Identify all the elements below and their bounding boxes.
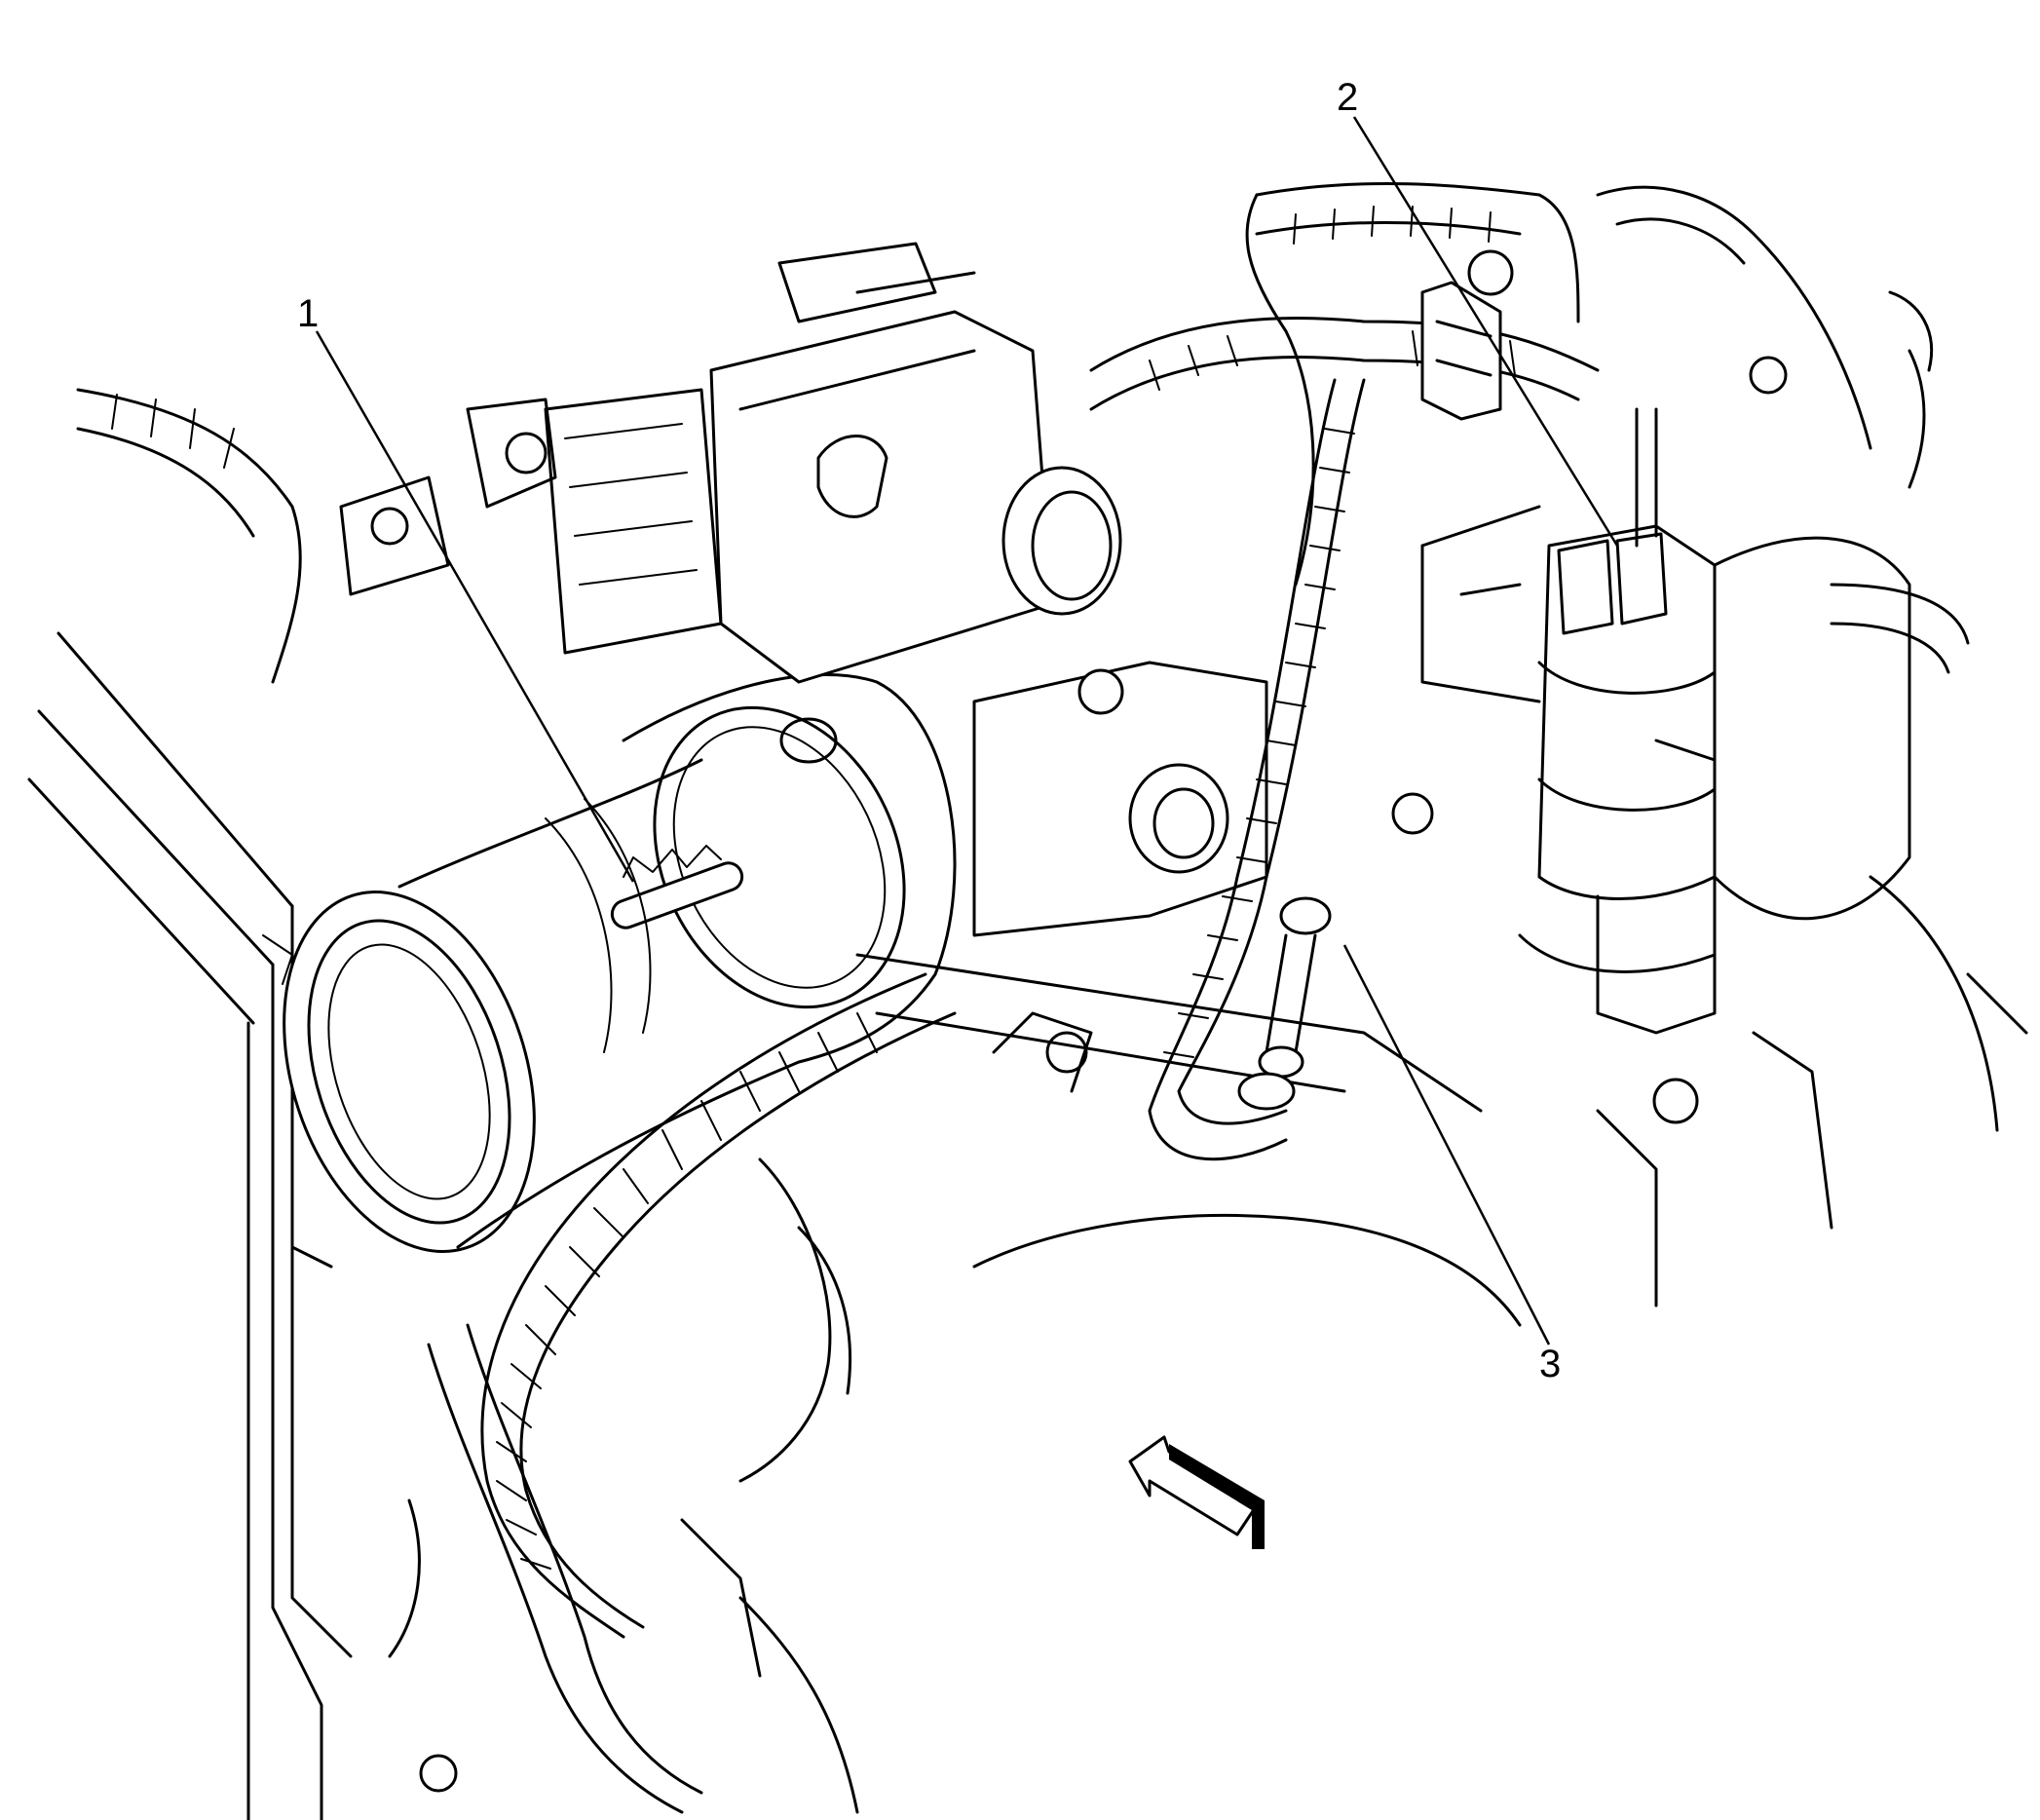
callout-1-leader — [315, 330, 635, 883]
air-intake-duct — [283, 673, 957, 1253]
right-wiring-harness — [1596, 185, 1970, 674]
callout-3-leader — [1342, 944, 1551, 1346]
upper-wiring-harness — [1089, 181, 1600, 1161]
callout-leaders — [315, 116, 1619, 1346]
left-wiring-harness — [76, 388, 957, 1814]
lower-engine-details — [388, 875, 2028, 1814]
view-direction-arrow-icon — [1128, 1435, 1265, 1549]
callout-2-leader — [1352, 116, 1619, 547]
left-fender-panel — [27, 631, 353, 1820]
throttle-body-assembly — [339, 242, 1122, 684]
callout-1-label: 1 — [297, 292, 320, 335]
vacuum-fitting — [1237, 896, 1332, 1111]
callout-3-label: 3 — [1539, 1343, 1562, 1385]
callout-2-label: 2 — [1337, 76, 1359, 119]
engine-block — [855, 249, 1788, 1113]
sensor-housing — [1420, 281, 1911, 1035]
